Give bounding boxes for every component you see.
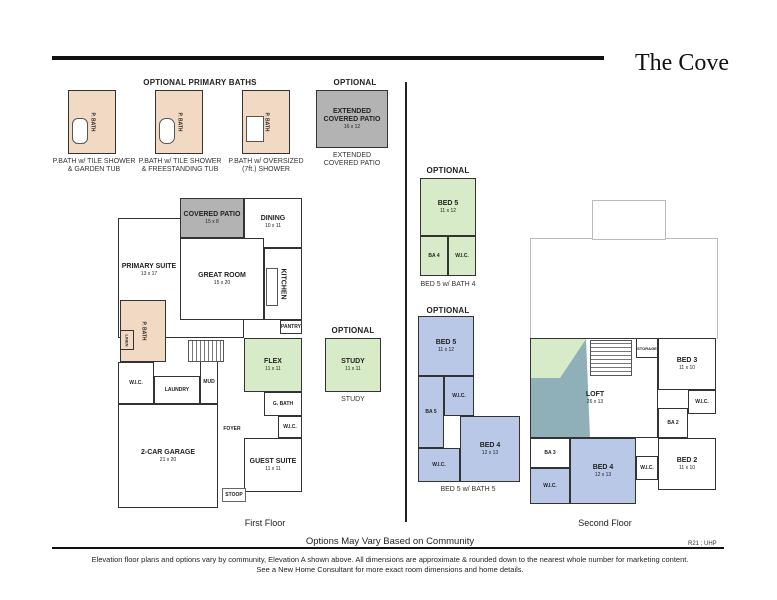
wic-bed3: W.I.C. [688, 390, 716, 414]
bed5-bath5-caption: BED 5 w/ BATH 5 [440, 486, 496, 493]
wic-bed5-a: W.I.C. [448, 236, 476, 276]
stairs-icon [188, 340, 224, 362]
study-caption: STUDY [341, 396, 365, 403]
great-room: GREAT ROOM 15 x 20 [180, 238, 264, 320]
bed5-option-a: BED 5 11 x 12 [420, 178, 476, 236]
garage: 2-CAR GARAGE 21 x 20 [118, 404, 218, 508]
bed4: BED 4 12 x 13 [570, 438, 636, 504]
first-floor-label: First Floor [244, 518, 286, 528]
g-bath: G. BATH [264, 392, 302, 416]
foyer: FOYER [218, 404, 246, 454]
covered-patio: COVERED PATIO 15 x 8 [180, 198, 244, 238]
wic-bed5-b: W.I.C. [444, 376, 474, 416]
open-to-below [530, 238, 718, 339]
bath-caption-2: P.BATH w/ TILE SHOWER& FREESTANDING TUB [138, 158, 222, 173]
ba4: BA 4 [420, 236, 448, 276]
wic-guest: W.I.C. [278, 416, 302, 438]
guest-suite: GUEST SUITE 11 x 11 [244, 438, 302, 492]
stoop: STOOP [222, 488, 246, 502]
stairs-up-icon [590, 340, 632, 376]
storage: STORAGE [636, 338, 658, 358]
bath-caption-3: P.BATH w/ OVERSIZED(7ft.) SHOWER [228, 158, 304, 173]
laundry: LAUNDRY [154, 376, 200, 404]
wic-bed4-b: W.I.C. [418, 448, 460, 482]
second-floor-label: Second Floor [578, 518, 632, 528]
optional-study-heading: OPTIONAL [331, 326, 375, 335]
wic-bed4: W.I.C. [530, 468, 570, 504]
primary-suite: PRIMARY SUITE 13 x 17 [121, 262, 177, 277]
ba5: BA 5 [418, 376, 444, 448]
floor-divider [405, 82, 407, 522]
bed5-bath5-heading: OPTIONAL [426, 306, 470, 315]
bath-caption-1: P.BATH w/ TILE SHOWER& GARDEN TUB [52, 158, 136, 173]
loft: LOFT 26 x 13 [585, 390, 605, 405]
optional-patio-heading: OPTIONAL [333, 78, 377, 87]
options-note: Options May Vary Based on Community [305, 536, 475, 547]
optional-baths-heading: OPTIONAL PRIMARY BATHS [143, 78, 257, 87]
bed5-bath4-heading: OPTIONAL [426, 166, 470, 175]
plan-code: R21 ; UHP [688, 541, 717, 547]
disclaimer: Elevation floor plans and options vary b… [91, 555, 689, 574]
wic-bed2: W.I.C. [636, 456, 658, 480]
oversized-shower-icon [246, 116, 264, 142]
footer-rule [52, 547, 724, 549]
bed4-option-b: BED 4 12 x 13 [460, 416, 520, 482]
pantry: PANTRY [280, 320, 302, 334]
extended-covered-patio: EXTENDED COVERED PATIO 16 x 12 [316, 90, 388, 148]
plan-title: The Cove [635, 50, 729, 76]
garden-tub-icon [72, 118, 88, 144]
optional-study: STUDY 11 x 11 [325, 338, 381, 392]
bed3: BED 3 11 x 10 [658, 338, 716, 390]
flex: FLEX 11 x 11 [244, 338, 302, 392]
linen: LINEN [120, 330, 134, 350]
roof-area [592, 200, 666, 240]
bed5-option-b: BED 5 11 x 12 [418, 316, 474, 376]
top-rule [52, 56, 604, 60]
freestanding-tub-icon [159, 118, 175, 144]
ba3: BA 3 [530, 438, 570, 468]
bed5-bath4-caption: BED 5 w/ BATH 4 [420, 281, 476, 288]
wic-primary: W.I.C. [118, 362, 154, 404]
bed2: BED 2 11 x 10 [658, 438, 716, 490]
kitchen-island-icon [266, 268, 278, 306]
ba2: BA 2 [658, 408, 688, 438]
